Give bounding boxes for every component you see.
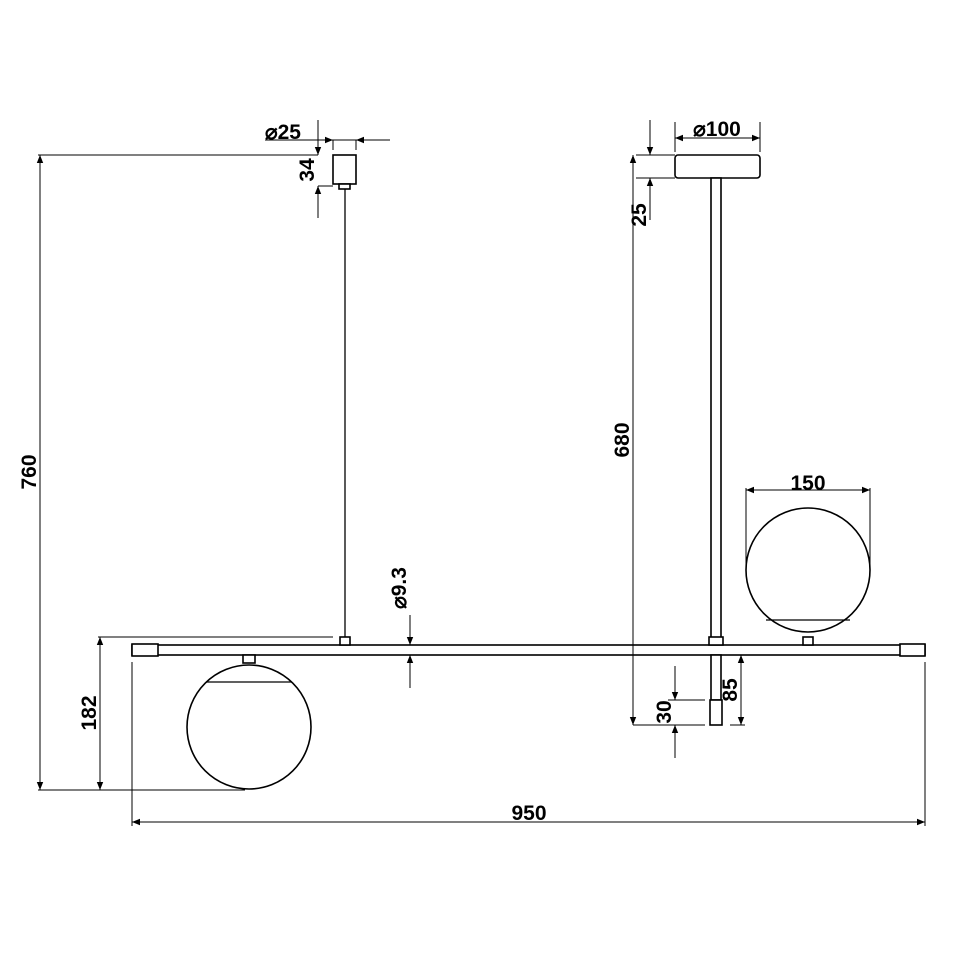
dim-total-height: 760 — [18, 454, 41, 489]
lamp-body — [131, 154, 926, 790]
left-globe — [186, 664, 312, 790]
dim-rod-tip-length: 30 — [653, 700, 676, 723]
dim-left-canopy-diameter: ⌀25 — [265, 121, 301, 144]
horizontal-bar — [131, 644, 926, 656]
rod-upper — [710, 177, 722, 639]
dim-bar-to-globe-bottom: 182 — [78, 695, 101, 730]
left-canopy-clamp — [338, 183, 351, 190]
right-canopy — [674, 154, 761, 179]
cable-clamp — [339, 636, 351, 646]
dim-right-canopy-diameter: ⌀100 — [693, 118, 741, 141]
dim-total-width: 950 — [511, 802, 546, 825]
left-canopy — [332, 154, 357, 185]
dim-bar-diameter: ⌀9.3 — [388, 567, 411, 609]
bar-end-cap-right — [899, 643, 926, 657]
rod-connector — [708, 636, 724, 646]
right-globe-neck — [802, 636, 814, 646]
dim-rod-length: 680 — [611, 422, 634, 457]
right-globe — [745, 507, 871, 633]
dimensions: 760 182 950 ⌀25 34 ⌀100 25 — [18, 118, 926, 826]
dim-left-canopy-height: 34 — [296, 158, 319, 182]
left-globe-neck — [242, 654, 256, 664]
dim-right-canopy-height: 25 — [628, 203, 651, 227]
dim-globe-diameter: 150 — [790, 472, 825, 495]
bar-end-cap-left — [131, 643, 159, 657]
dim-rod-below-bar: 85 — [719, 678, 742, 702]
rod-tip — [709, 699, 723, 726]
